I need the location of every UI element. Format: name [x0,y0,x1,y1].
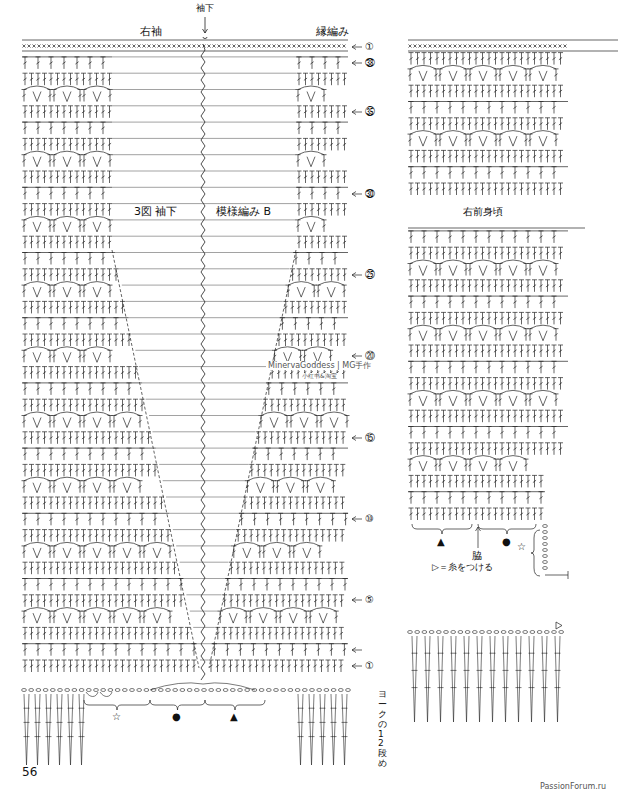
part-name: 右前身頃 [463,206,503,218]
stitch-row [22,412,350,428]
side-arrow [476,527,481,548]
stitch-row [22,86,327,102]
stitch-row [23,73,348,85]
part-name: 縁編み [316,26,349,39]
page-number: 56 [22,766,37,780]
marker-symbol: ● [502,536,511,548]
part-name: 右袖 [140,26,162,39]
watermark: 小红书&淘宝 [300,373,339,380]
stitch-row [22,477,336,493]
pattern-label: 模様編み B [214,206,273,219]
row-number: ⑩ [365,513,374,525]
row-number: ① [365,41,374,53]
stitch-row [22,57,348,69]
marker-symbol: ▲ [230,711,238,723]
stitch-row [23,334,347,346]
stitch-row [23,204,348,216]
row-number: ⑤ [365,594,374,606]
join-marker [556,622,562,629]
stitch-row [408,228,586,520]
stitch-row [22,542,323,558]
seam-label: 袖下 [196,3,214,13]
stitch-row [408,40,619,195]
edge-line [545,571,568,579]
stitch-row [23,627,344,639]
increase-line [112,250,296,668]
stitch-row [23,399,346,411]
bracket [531,530,540,576]
stitch-row [22,187,348,199]
stitch-row [23,530,345,542]
legend-note: ▷＝糸をつける [432,562,493,572]
stitch-row [23,138,348,150]
side-label: 脇 [472,550,482,562]
stitch-row [23,660,344,672]
figure-label: 3図 袖下 [132,206,180,219]
stitch-row [23,171,348,183]
stitch-row [23,269,348,281]
stitch-row [23,562,345,574]
row-number: ⑳ [365,350,375,362]
stitch-row [22,383,348,395]
stitch-row [23,106,348,118]
stitch-row [23,236,348,248]
seam-arrow [203,17,208,33]
stitch-row [23,595,345,607]
long-stitch [24,694,348,765]
seam-marker [203,37,207,39]
stitch-row [23,301,347,313]
bracket [412,524,536,534]
stitch-row [22,513,348,525]
row-number: ㊳ [365,57,375,69]
note: ヨークの12段め [378,690,387,769]
stitch-row [22,347,334,363]
stitch-row [22,282,347,298]
stitch-row [23,497,346,509]
stitch-row [22,644,348,656]
bracket [84,700,265,710]
row-number: ㉟ [365,106,375,118]
chain-row [408,630,564,633]
row-number: ⑮ [365,432,375,444]
stitch-row [22,151,327,167]
row-number: ㉚ [365,188,375,200]
stitch-row [22,608,339,624]
marker-symbol: ☆ [112,711,121,723]
stitch-row [22,122,348,134]
edge-row [22,40,348,51]
join-line [86,683,255,697]
seam-line [201,44,205,680]
marker-symbol: ☆ [517,541,526,553]
row-number: ㉕ [365,269,375,281]
watermark: PassionForum.ru [540,782,606,791]
long-stitch [412,636,561,722]
marker-symbol: ● [172,711,181,723]
stitch-row [22,216,327,232]
stitch-row [23,464,346,476]
stitch-row [22,253,348,265]
watermark: MinervaGoddess | MG手作 [266,361,373,370]
stitch-row [22,579,348,591]
chain-row [22,688,351,691]
row-number: ① [365,660,374,672]
marker-symbol: ▲ [437,536,445,548]
chain-column [543,525,548,570]
stitch-row [23,432,346,444]
stitch-row [22,318,348,330]
stitch-row [22,448,348,460]
row-arrow [352,45,362,669]
